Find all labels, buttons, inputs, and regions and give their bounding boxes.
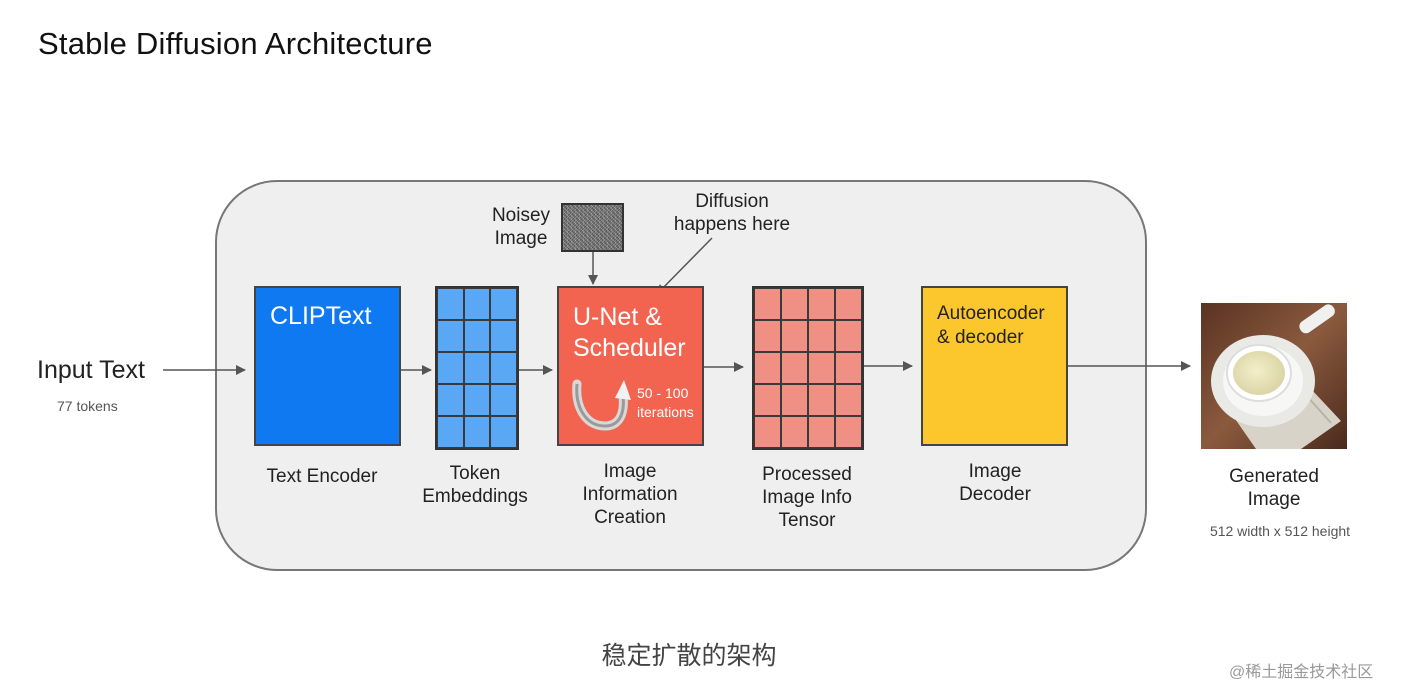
autoencoder-decoder-block: Autoencoder& decoder — [921, 286, 1068, 446]
output-size-note: 512 width x 512 height — [1209, 523, 1351, 539]
generated-image-photo — [1201, 303, 1347, 449]
figure-caption: 稳定扩散的架构 — [601, 642, 777, 670]
token-embeddings-grid — [435, 286, 519, 450]
processed-tensor-grid — [752, 286, 864, 450]
source-watermark: @稀土掘金技术社区 — [1229, 664, 1374, 681]
unet-scheduler-name: U-Net &Scheduler — [573, 303, 686, 362]
page-title: Stable Diffusion Architecture — [38, 26, 433, 61]
input-text-label: Input Text — [37, 356, 145, 384]
curved-arrow-icon — [572, 379, 631, 431]
cliptext-name: CLIPText — [270, 302, 372, 330]
autoencoder-decoder-name: Autoencoder& decoder — [937, 303, 1045, 348]
cliptext-block: CLIPText — [254, 286, 401, 446]
input-token-count: 77 tokens — [57, 398, 118, 414]
text-encoder-label: Text Encoder — [266, 466, 378, 487]
arrow-diffusion-note — [656, 237, 713, 295]
noisy-image-thumbnail — [561, 203, 624, 252]
